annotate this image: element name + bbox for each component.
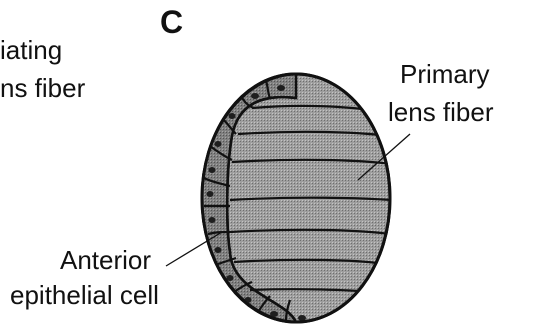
cell-nucleus bbox=[215, 247, 222, 253]
cell-nucleus bbox=[215, 141, 222, 147]
cell-nucleus bbox=[207, 191, 214, 197]
cell-nucleus bbox=[277, 85, 285, 91]
cell-nucleus bbox=[229, 113, 236, 119]
cell-nucleus bbox=[251, 93, 259, 99]
cell-nucleus bbox=[209, 217, 216, 223]
cell-nucleus bbox=[209, 167, 216, 173]
cell-nucleus bbox=[227, 275, 234, 281]
